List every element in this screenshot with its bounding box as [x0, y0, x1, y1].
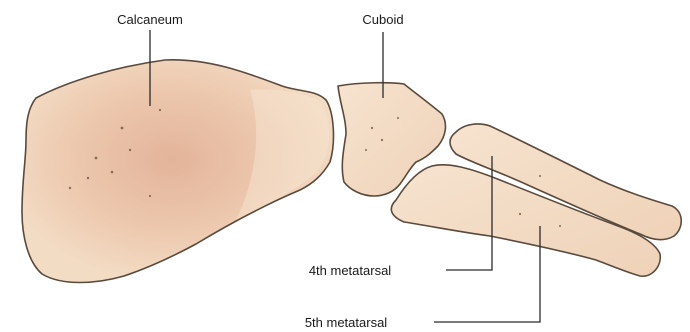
calcaneum-label: Calcaneum: [117, 12, 183, 27]
cuboid-label: Cuboid: [362, 12, 403, 27]
fourth-metatarsal-label: 4th metatarsal: [309, 263, 391, 278]
fifth-metatarsal-label: 5th metatarsal: [305, 315, 387, 330]
